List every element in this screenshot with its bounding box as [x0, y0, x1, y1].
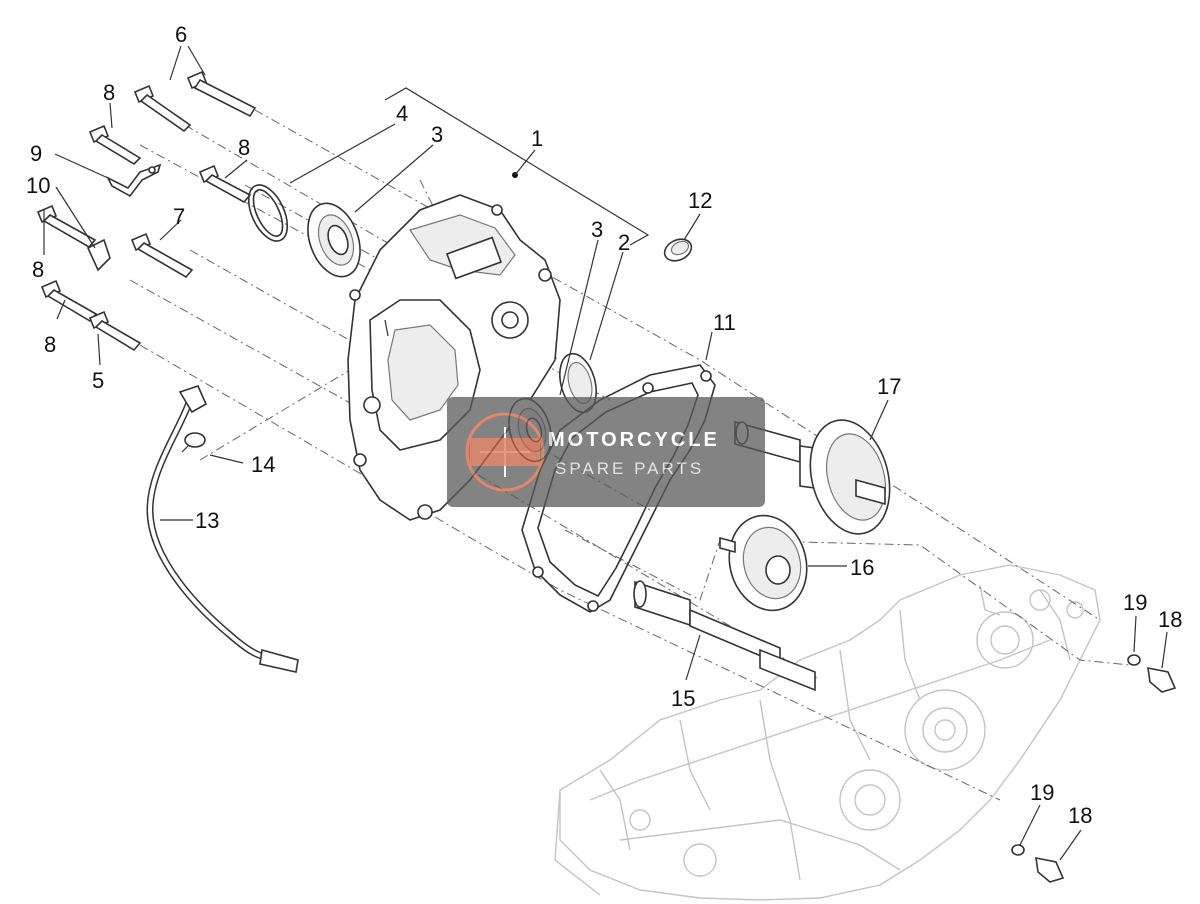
cap-12	[663, 238, 693, 262]
callout-16: 16	[850, 555, 874, 580]
bolt-8-c	[36, 204, 97, 249]
callout-7-top: 6	[175, 22, 187, 47]
callout-2: 2	[618, 230, 630, 255]
callout-3: 3	[591, 217, 603, 242]
bolt-8-b	[198, 164, 252, 204]
bolt-7-low	[130, 232, 194, 279]
callout-19-top: 19	[1123, 590, 1147, 615]
watermark-line-1: MOTORCYCLE	[548, 429, 720, 451]
crankcase-outline	[554, 564, 1101, 901]
hose-clamp-14	[181, 432, 206, 453]
assembly-bracket	[384, 87, 650, 246]
callout-12: 12	[688, 188, 712, 213]
bolt-7-top	[186, 70, 257, 118]
callout-8-b: 8	[238, 135, 250, 160]
plug-18-top	[1147, 666, 1177, 693]
callout-15: 15	[671, 686, 695, 711]
callout-10: 10	[26, 173, 50, 198]
callout-4: 3	[431, 122, 443, 147]
callout-8-d: 8	[44, 332, 56, 357]
bolt-8-a	[88, 124, 142, 166]
circlip-5	[247, 184, 289, 242]
callout-8-c: 8	[32, 257, 44, 282]
bearing-4	[307, 202, 361, 278]
callout-18-bottom: 18	[1068, 803, 1092, 828]
leader-lines	[43, 45, 1168, 861]
watermark: MOTORCYCLE SPARE PARTS	[447, 397, 765, 507]
callout-8-a: 8	[103, 80, 115, 105]
plug-18-bottom	[1035, 856, 1065, 883]
bolt-6	[88, 310, 142, 352]
washer-19-bottom	[1011, 844, 1025, 856]
bolt-8-d	[40, 279, 98, 323]
callout-19-bottom: 19	[1030, 780, 1054, 805]
callout-labels: 6 8 8 9 10 7 8 8 5 4 3 1 3 2 12 11 17 16…	[26, 22, 1182, 828]
callout-17: 17	[877, 374, 901, 399]
transmission-cover-1	[347, 172, 561, 521]
clip-9	[106, 163, 162, 198]
gear-shaft-17	[734, 419, 891, 535]
moto-logo-icon	[465, 412, 545, 492]
callout-6: 5	[92, 368, 104, 393]
watermark-line-2: SPARE PARTS	[555, 459, 704, 478]
callout-11: 11	[713, 310, 736, 335]
washer-19-top	[1127, 654, 1141, 666]
bolt-7-mid	[133, 84, 192, 133]
callout-13: 13	[195, 508, 219, 533]
callout-14: 14	[251, 452, 275, 477]
clip-10	[86, 238, 111, 272]
callout-9: 9	[30, 141, 42, 166]
gear-16	[719, 514, 808, 612]
breather-hose-13	[146, 385, 299, 673]
callout-7-low: 7	[173, 204, 185, 229]
callout-1: 1	[531, 126, 543, 151]
callout-5: 4	[396, 101, 408, 126]
callout-18-top: 18	[1158, 607, 1182, 632]
drive-shaft-15	[633, 580, 816, 692]
